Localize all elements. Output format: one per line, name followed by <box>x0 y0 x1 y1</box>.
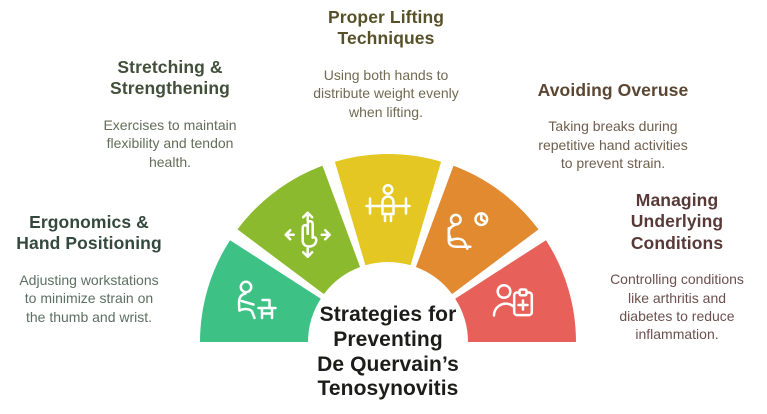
segment-proper-lifting <box>334 154 442 266</box>
label-ergonomics-description: Adjusting workstations to minimize strai… <box>19 271 159 325</box>
segment-avoiding-overuse <box>415 165 539 295</box>
segment-ergonomics <box>200 240 321 342</box>
person-resting-clock-icon <box>447 212 489 250</box>
label-managing-conditions: Managing Underlying Conditions Controlli… <box>587 190 767 344</box>
label-stretching-title: Stretching & Strengthening <box>110 57 230 99</box>
label-ergonomics-title: Ergonomics & Hand Positioning <box>16 212 162 254</box>
label-avoiding-overuse-title: Avoiding Overuse <box>537 80 689 100</box>
label-managing-conditions-title: Managing Underlying Conditions <box>630 190 724 253</box>
person-lifting-bar-icon <box>365 183 411 223</box>
label-stretching: Stretching & Strengthening Exercises to … <box>66 57 274 171</box>
hand-stretch-arrows-icon <box>284 211 331 258</box>
seated-at-desk-icon <box>237 280 277 320</box>
label-managing-conditions-description: Controlling conditions like arthritis an… <box>610 271 744 343</box>
segment-managing-conditions <box>455 240 576 342</box>
segment-stretching <box>237 165 361 295</box>
label-stretching-description: Exercises to maintain flexibility and te… <box>103 116 237 170</box>
label-proper-lifting: Proper Lifting Techniques Using both han… <box>272 7 500 121</box>
label-avoiding-overuse-description: Taking breaks during repetitive hand act… <box>538 118 688 172</box>
label-proper-lifting-title: Proper Lifting Techniques <box>327 7 445 49</box>
label-proper-lifting-description: Using both hands to distribute weight ev… <box>313 66 459 120</box>
person-medical-clipboard-icon <box>492 283 534 317</box>
label-avoiding-overuse: Avoiding Overuse Taking breaks during re… <box>517 80 709 173</box>
diagram-title: Strategies for Preventing De Quervain’s … <box>317 303 459 401</box>
label-ergonomics: Ergonomics & Hand Positioning Adjusting … <box>0 212 178 326</box>
